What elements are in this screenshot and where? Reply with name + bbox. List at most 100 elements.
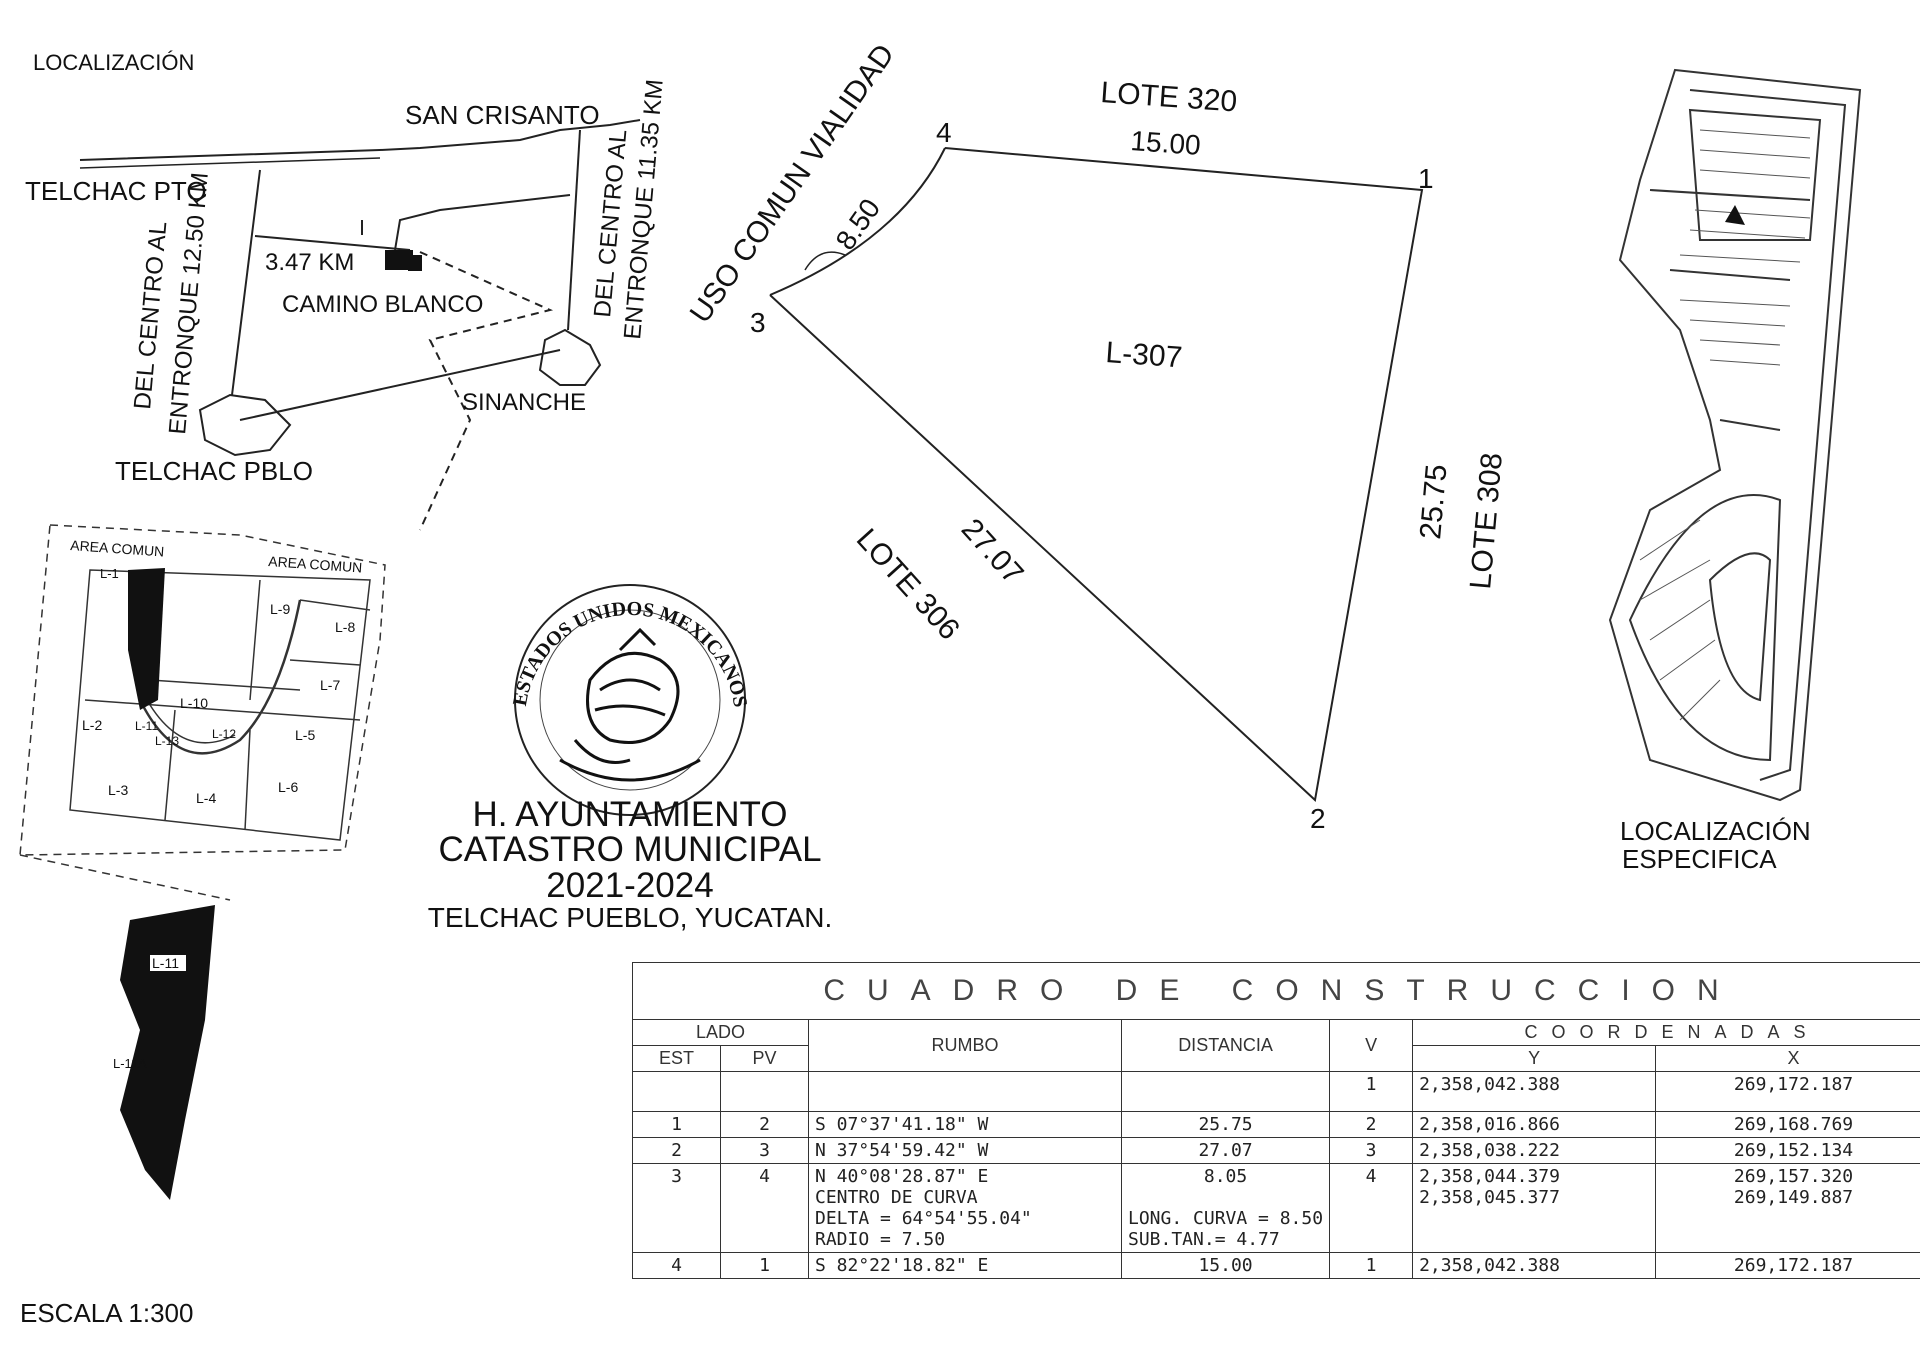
cell-est: 3 <box>632 1163 721 1253</box>
road-bottom <box>239 349 561 421</box>
cell-distancia <box>1120 1071 1331 1112</box>
label-north-distance: 15.00 <box>1130 125 1202 161</box>
cell-x: 269,172.187 <box>1655 1252 1920 1279</box>
cell-x: 269,172.187 <box>1655 1071 1920 1112</box>
cell-distancia: 15.00 <box>1120 1252 1331 1279</box>
label-curve-distance: 8.50 <box>830 193 887 255</box>
camino-blanco-marker <box>385 250 413 270</box>
curve-subtan: SUB.TAN.= 4.77 <box>1128 1229 1280 1250</box>
town-san-crisanto: SAN CRISANTO <box>405 100 600 130</box>
seal-line-2: CATASTRO MUNICIPAL <box>438 830 822 869</box>
cell-rumbo: S 07°37'41.18" W <box>808 1111 1122 1138</box>
road-left-label-1: DEL CENTRO AL <box>129 220 172 410</box>
table-row: 1 2 S 07°37'41.18" W 25.75 2 2,358,016.8… <box>632 1111 1920 1138</box>
cell-pv: 2 <box>720 1111 809 1138</box>
development-arrow <box>1725 205 1745 225</box>
label-lot-id: L-307 <box>1105 336 1184 374</box>
lower-lot-l11: L-11 <box>152 955 179 971</box>
lot-l9: L-9 <box>270 601 290 617</box>
location-map <box>79 119 641 531</box>
scale-label: ESCALA 1:300 <box>20 1298 193 1328</box>
telchac-pblo-blob <box>198 393 292 457</box>
cell-pv <box>720 1071 809 1112</box>
cell-pv: 3 <box>720 1137 809 1164</box>
cell-v: 3 <box>1329 1137 1414 1164</box>
curve-distance: 8.05 <box>1203 1166 1248 1187</box>
sinanche-blob <box>538 328 602 386</box>
cell-est: 1 <box>632 1111 721 1138</box>
cell-v: 2 <box>1329 1111 1414 1138</box>
lot-l6: L-6 <box>278 779 298 795</box>
cell-rumbo: N 37°54'59.42" W <box>808 1137 1122 1164</box>
specific-location-line2: ESPECIFICA <box>1622 844 1777 874</box>
curve-length: LONG. CURVA = 8.50 <box>1128 1208 1324 1229</box>
distance-label: 3.47 KM <box>265 249 354 276</box>
lot-l7: L-7 <box>320 677 340 693</box>
inset-dashed-frame <box>19 524 386 856</box>
vertex-3: 3 <box>750 307 766 338</box>
cell-y: 2,358,042.388 <box>1412 1071 1657 1112</box>
lower-black-lot <box>120 905 215 1200</box>
cell-v: 1 <box>1329 1071 1414 1112</box>
cell-distancia: 27.07 <box>1120 1137 1331 1164</box>
cell-pv: 4 <box>720 1163 809 1253</box>
inset-plan <box>19 524 386 901</box>
lot-l2: L-2 <box>82 717 102 733</box>
development-grid <box>1639 129 1811 721</box>
vertex-1: 1 <box>1418 163 1434 194</box>
cell-est: 4 <box>632 1252 721 1279</box>
mexican-seal: ESTADOS UNIDOS MEXICANOS <box>509 584 751 816</box>
curve-center-y: 2,358,045.377 <box>1419 1187 1560 1208</box>
header-coordenadas: COORDENADAS <box>1412 1019 1920 1046</box>
lot-l11: L-11 <box>135 719 158 733</box>
town-sinanche: SINANCHE <box>462 389 586 416</box>
cell-y: 2,358,016.866 <box>1412 1111 1657 1138</box>
lot-polygon <box>769 147 1424 802</box>
cell-rumbo: N 40°08'28.87" E CENTRO DE CURVA DELTA =… <box>808 1163 1122 1253</box>
curve-delta: DELTA = 64°54'55.04" <box>815 1208 1032 1229</box>
vertex-4: 4 <box>936 117 952 148</box>
construction-table: CUADRO DE CONSTRUCCION LADO RUMBO DISTAN… <box>632 962 1920 1279</box>
specific-location-line1: LOCALIZACIÓN <box>1620 816 1811 846</box>
cell-est <box>632 1071 721 1112</box>
inset-black-lot <box>128 568 165 710</box>
seal-line-4: TELCHAC PUEBLO, YUCATAN. <box>427 902 833 933</box>
lot-l4: L-4 <box>196 790 216 806</box>
area-comun-1: AREA COMUN <box>70 537 165 560</box>
cell-est: 2 <box>632 1137 721 1164</box>
dashed-triangle <box>419 251 554 531</box>
cell-y: 2,358,042.388 <box>1412 1252 1657 1279</box>
lot-l12: L-12 <box>212 727 236 741</box>
road-right-label-2: ENTRONQUE 11.35 KM <box>619 78 669 340</box>
town-camino-blanco: CAMINO BLANCO <box>282 291 483 318</box>
table-row: 4 1 S 82°22'18.82" E 15.00 1 2,358,042.3… <box>632 1252 1920 1279</box>
curve-rumbo: N 40°08'28.87" E <box>815 1166 989 1187</box>
header-est: EST <box>632 1045 721 1072</box>
town-telchac-pblo: TELCHAC PBLO <box>115 456 313 486</box>
cell-x: 269,152.134 <box>1655 1137 1920 1164</box>
location-title: LOCALIZACIÓN <box>33 50 194 75</box>
table-row: 1 2,358,042.388 269,172.187 <box>632 1071 1920 1112</box>
cell-distancia: 8.05 LONG. CURVA = 8.50 SUB.TAN.= 4.77 <box>1120 1163 1331 1253</box>
curve-center-x: 269,149.887 <box>1733 1187 1854 1208</box>
coastline <box>79 119 641 161</box>
road-right <box>567 129 581 331</box>
header-pv: PV <box>720 1045 809 1072</box>
header-x: X <box>1655 1045 1920 1072</box>
label-lote-308: LOTE 308 <box>1464 452 1509 591</box>
development-plan <box>1608 68 1862 802</box>
cell-v: 4 <box>1329 1163 1414 1253</box>
area-comun-2: AREA COMUN <box>268 553 363 576</box>
lot-l1: L-1 <box>100 566 119 581</box>
curve-y: 2,358,044.379 <box>1419 1166 1560 1187</box>
vertex-2: 2 <box>1310 803 1326 834</box>
town-telchac-pto: TELCHAC PTO <box>25 176 207 206</box>
header-rumbo: RUMBO <box>808 1019 1122 1072</box>
label-east-distance: 25.75 <box>1414 463 1453 541</box>
header-distancia: DISTANCIA <box>1120 1019 1331 1072</box>
curve-center-label: CENTRO DE CURVA <box>815 1187 978 1208</box>
cell-x: 269,168.769 <box>1655 1111 1920 1138</box>
cell-x: 269,157.320 269,149.887 <box>1655 1163 1920 1253</box>
road-left-label-2: ENTRONQUE 12.50 KM <box>164 171 214 435</box>
